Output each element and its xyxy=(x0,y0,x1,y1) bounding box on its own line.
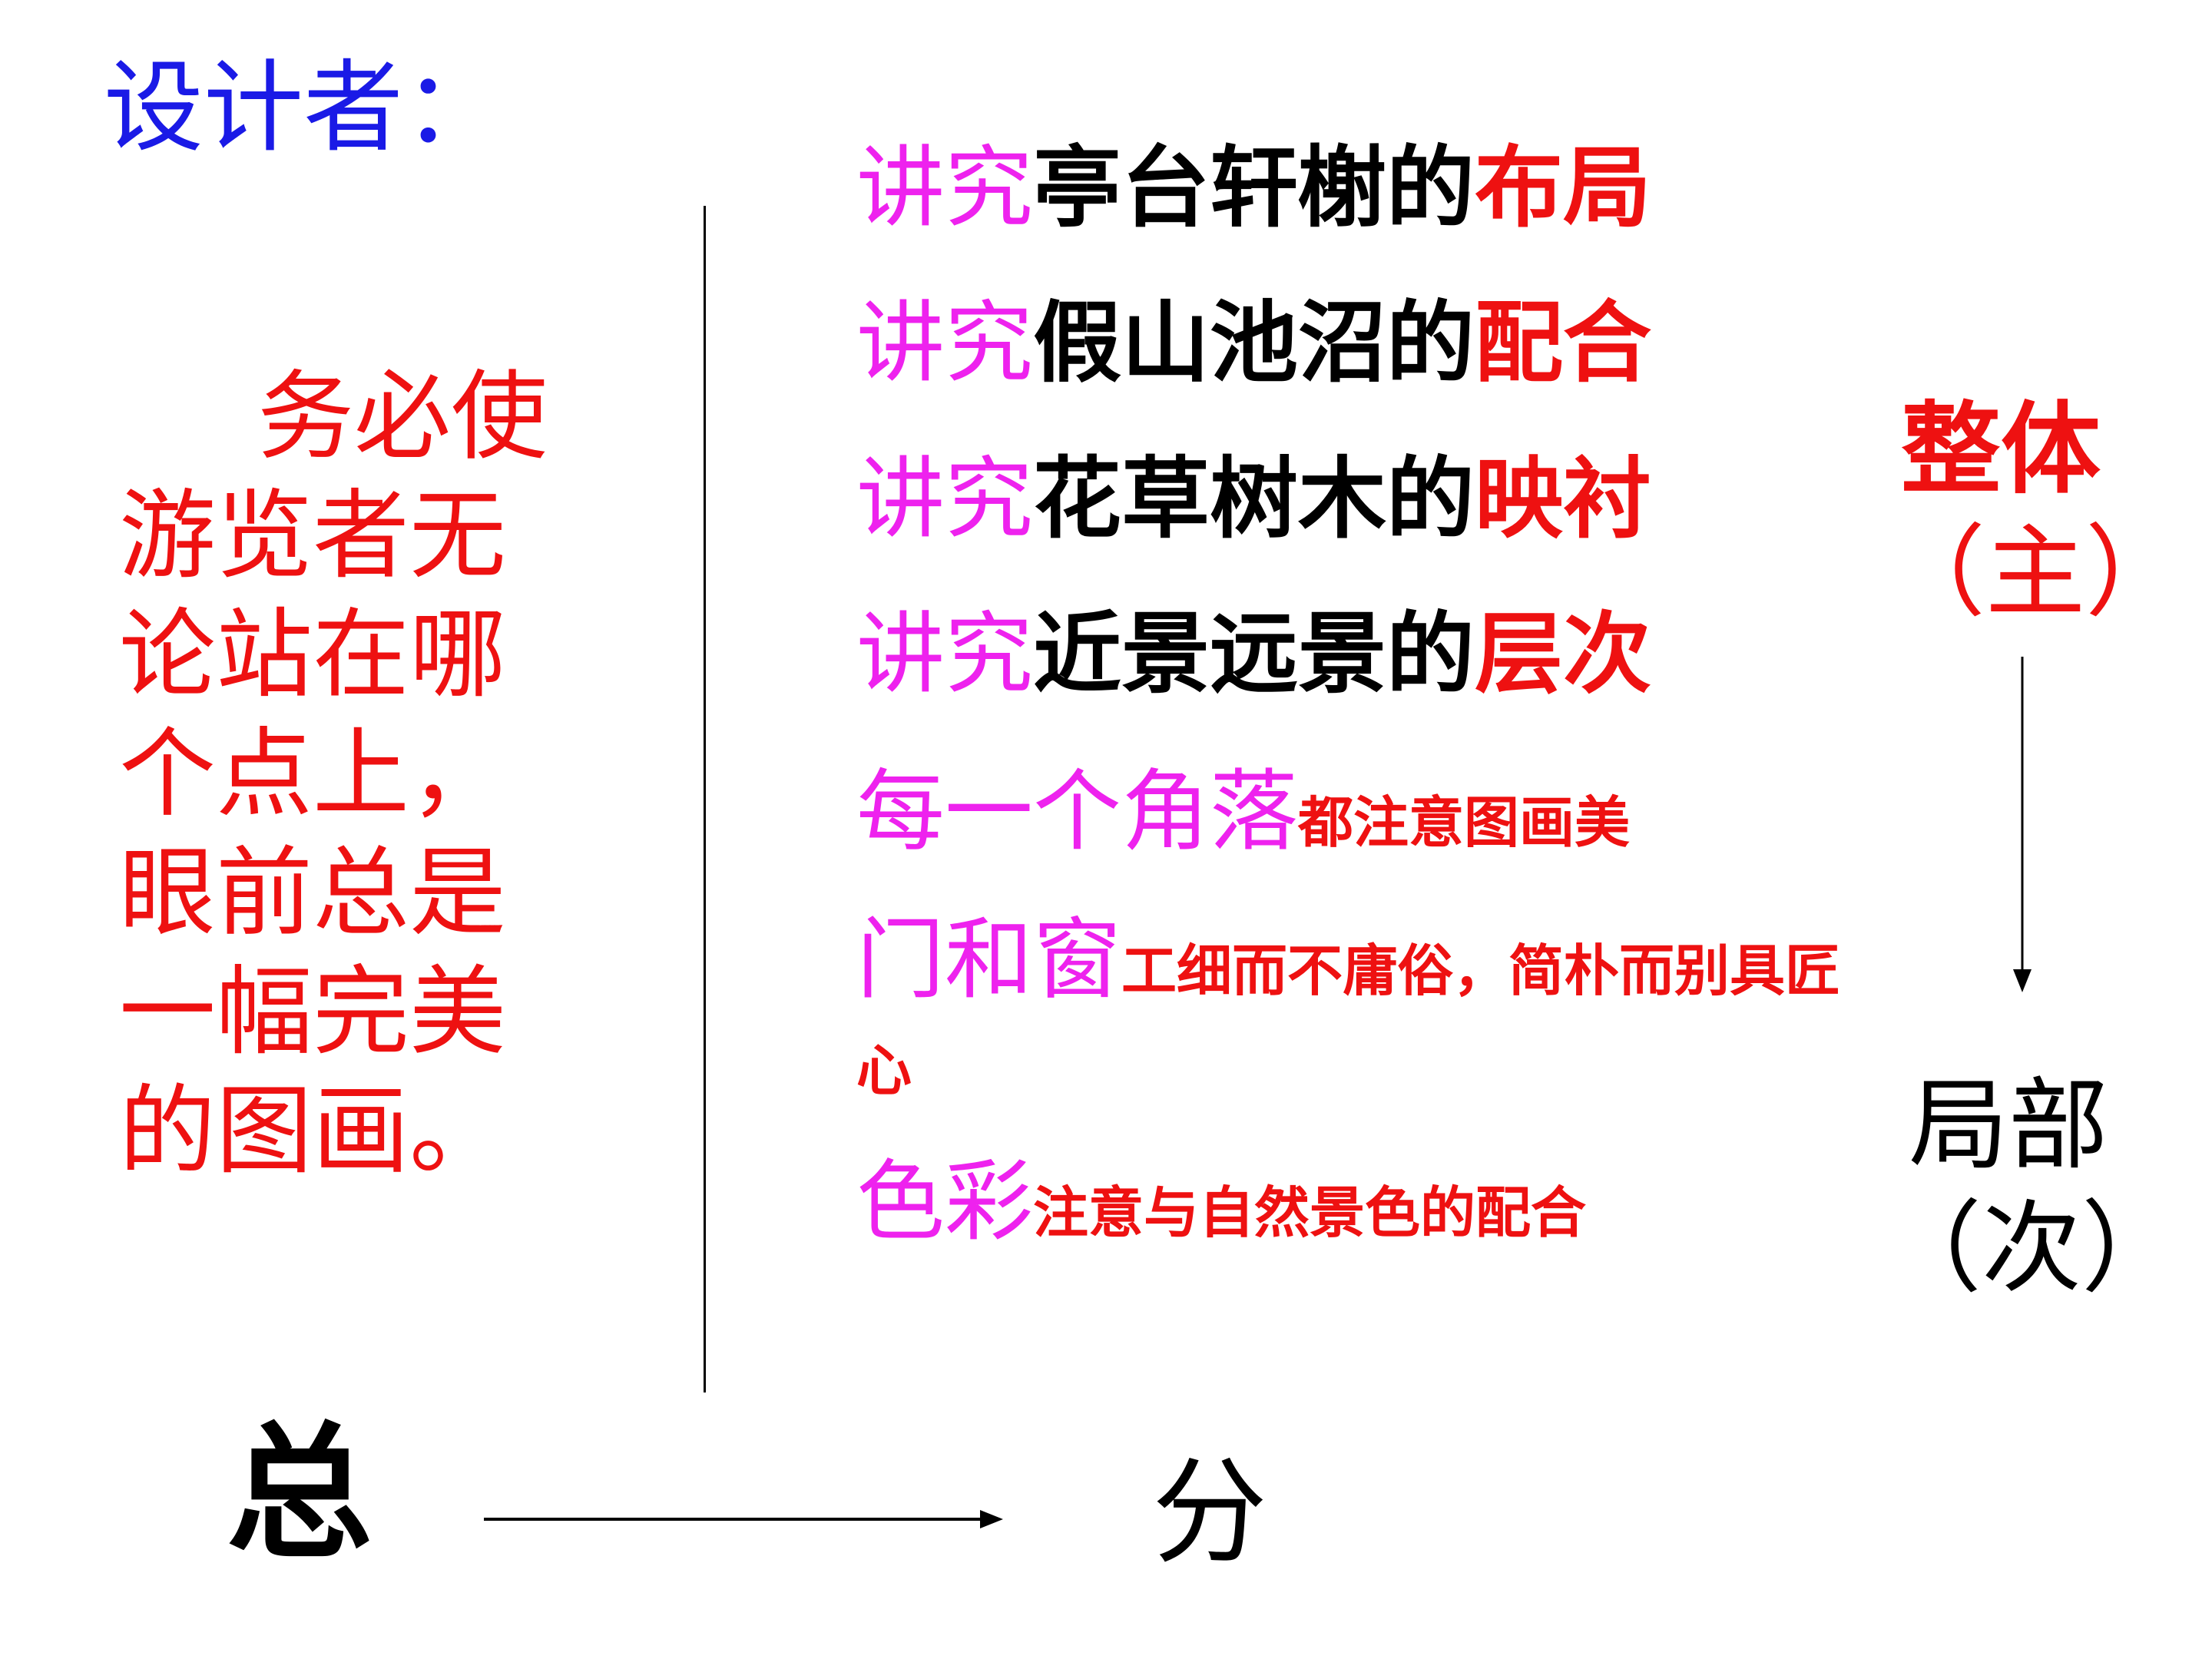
list-item-middle: 假山池沼的 xyxy=(1033,292,1475,395)
list-item-lead: 讲究 xyxy=(856,603,1034,706)
list-item-rest: 都注意图画美 xyxy=(1298,790,1631,855)
list-item-tail: 配合 xyxy=(1475,292,1652,395)
list-item-rest: 工细而不庸俗，简朴而别具匠心 xyxy=(856,939,1841,1103)
list-item-lead: 门和窗 xyxy=(856,909,1122,1012)
list-item-lead: 每一个角落 xyxy=(856,760,1299,863)
list-item-middle: 近景远景的 xyxy=(1033,603,1475,706)
list-item-rest: 注意与自然景色的配合 xyxy=(1033,1181,1587,1245)
paragraph-first-line: 务必使 xyxy=(257,360,548,473)
specific-label: 分 xyxy=(1152,1446,1268,1580)
list-item-corners: 每一个角落都注意图画美 xyxy=(856,754,1630,896)
vertical-arrow-icon xyxy=(2013,657,2032,992)
list-item-layout: 讲究亭台轩榭的布局 xyxy=(856,131,1651,246)
part-label: 局部 （次） xyxy=(1882,1064,2182,1310)
horizontal-arrow-icon xyxy=(484,1510,1003,1528)
list-item-tail: 映衬 xyxy=(1475,448,1652,551)
list-item-middle: 亭台轩榭的 xyxy=(1033,137,1475,240)
list-item-lead: 讲究 xyxy=(856,292,1034,395)
slide-title: 设计者： xyxy=(104,49,504,166)
list-item-tail: 层次 xyxy=(1475,603,1652,706)
vertical-divider xyxy=(704,206,706,1392)
list-item-lead: 讲究 xyxy=(856,137,1034,240)
paragraph-rest: 游览者无论站在哪个点上，眼前总是一幅完美的图画。 xyxy=(119,479,506,1187)
part-label-main: 局部 xyxy=(1908,1067,2108,1184)
list-item-doors-windows: 门和窗工细而不庸俗，简朴而别具匠心 xyxy=(856,916,1855,1128)
general-label: 总 xyxy=(227,1409,373,1578)
part-label-sub: （次） xyxy=(1882,1190,2182,1306)
list-item-middle: 花草树木的 xyxy=(1033,448,1475,551)
list-item-plants: 讲究花草树木的映衬 xyxy=(856,442,1651,557)
list-item-tail: 布局 xyxy=(1475,137,1652,240)
whole-label-main: 整体 xyxy=(1900,391,2101,508)
list-item-lead: 讲究 xyxy=(856,448,1034,551)
design-goal-paragraph: 务必使 游览者无论站在哪个点上，眼前总是一幅完美的图画。 xyxy=(119,357,549,1190)
list-item-rockery: 讲究假山池沼的配合 xyxy=(856,286,1651,401)
list-item-scenery: 讲究近景远景的层次 xyxy=(856,597,1651,712)
list-item-lead: 色彩 xyxy=(856,1151,1034,1253)
list-item-colors: 色彩注意与自然景色的配合 xyxy=(856,1144,1586,1286)
